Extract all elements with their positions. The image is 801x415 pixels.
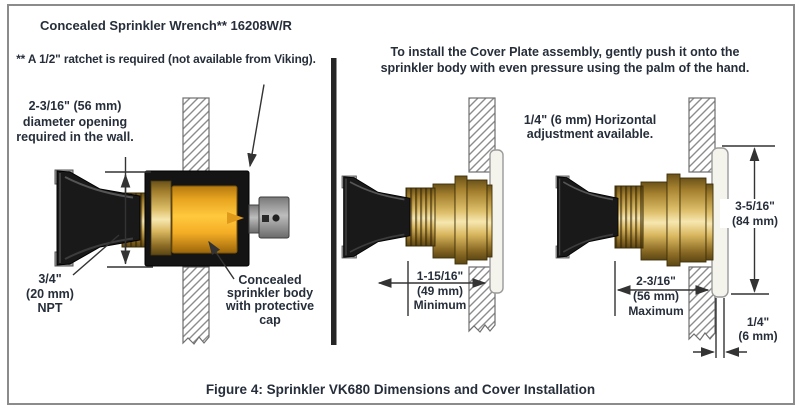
max-depth-dimension-label: 2-3/16" (56 mm) Maximum: [628, 274, 684, 318]
wrench-note: Concealed Sprinkler Wrench** 16208W/R **…: [0, 0, 332, 84]
sprinkler-body: [432, 175, 493, 265]
threaded-shank: [614, 185, 644, 249]
wall-hatch: [182, 97, 210, 173]
wall-hatch: [688, 97, 716, 173]
middle-drawing: [341, 97, 504, 333]
wall-hatch: [182, 266, 210, 345]
gap-dimension: [693, 298, 747, 358]
wrench-leader-line: [247, 84, 265, 168]
threaded-shank: [405, 187, 436, 247]
adjustment-label: 1/4" (6 mm) Horizontal adjustment availa…: [523, 113, 657, 141]
panel-divider: [331, 58, 337, 345]
wrench-note-title: Concealed Sprinkler Wrench** 16208W/R: [40, 18, 292, 33]
elbow-fitting: [341, 175, 411, 259]
min-depth-dimension: [377, 261, 487, 316]
figure-caption: Figure 4: Sprinkler VK680 Dimensions and…: [205, 382, 596, 397]
left-drawing: [54, 84, 290, 345]
wall-opening-label: 2-3/16" (56 mm) diameter opening require…: [16, 99, 134, 144]
plate-height-dimension-label: 3-5/16" (84 mm): [720, 199, 790, 228]
sprinkler-body-label: Concealed sprinkler body with protective…: [225, 273, 315, 327]
install-note: To install the Cover Plate assembly, gen…: [380, 45, 750, 75]
body-leader-line: [208, 240, 235, 280]
npt-leader-line: [72, 234, 120, 276]
cap-tab: [227, 212, 244, 224]
figure-frame: [7, 4, 795, 405]
right-drawing: [555, 97, 775, 358]
brass-collar: [150, 180, 172, 256]
min-depth-dimension-label: 1-15/16" (49 mm) Minimum: [413, 269, 467, 312]
elbow-fitting: [555, 175, 619, 259]
elbow-fitting: [54, 169, 141, 267]
sprinkler-body: [640, 173, 714, 267]
opening-dimension: [105, 157, 153, 268]
max-depth-dimension: [614, 261, 710, 316]
npt-label: 3/4" (20 mm) NPT: [26, 272, 74, 315]
ratchet-drive: [248, 196, 290, 239]
wrench-note-sub: ** A 1/2" ratchet is required (not avail…: [16, 52, 316, 66]
gap-dimension-label: 1/4" (6 mm): [738, 315, 778, 343]
